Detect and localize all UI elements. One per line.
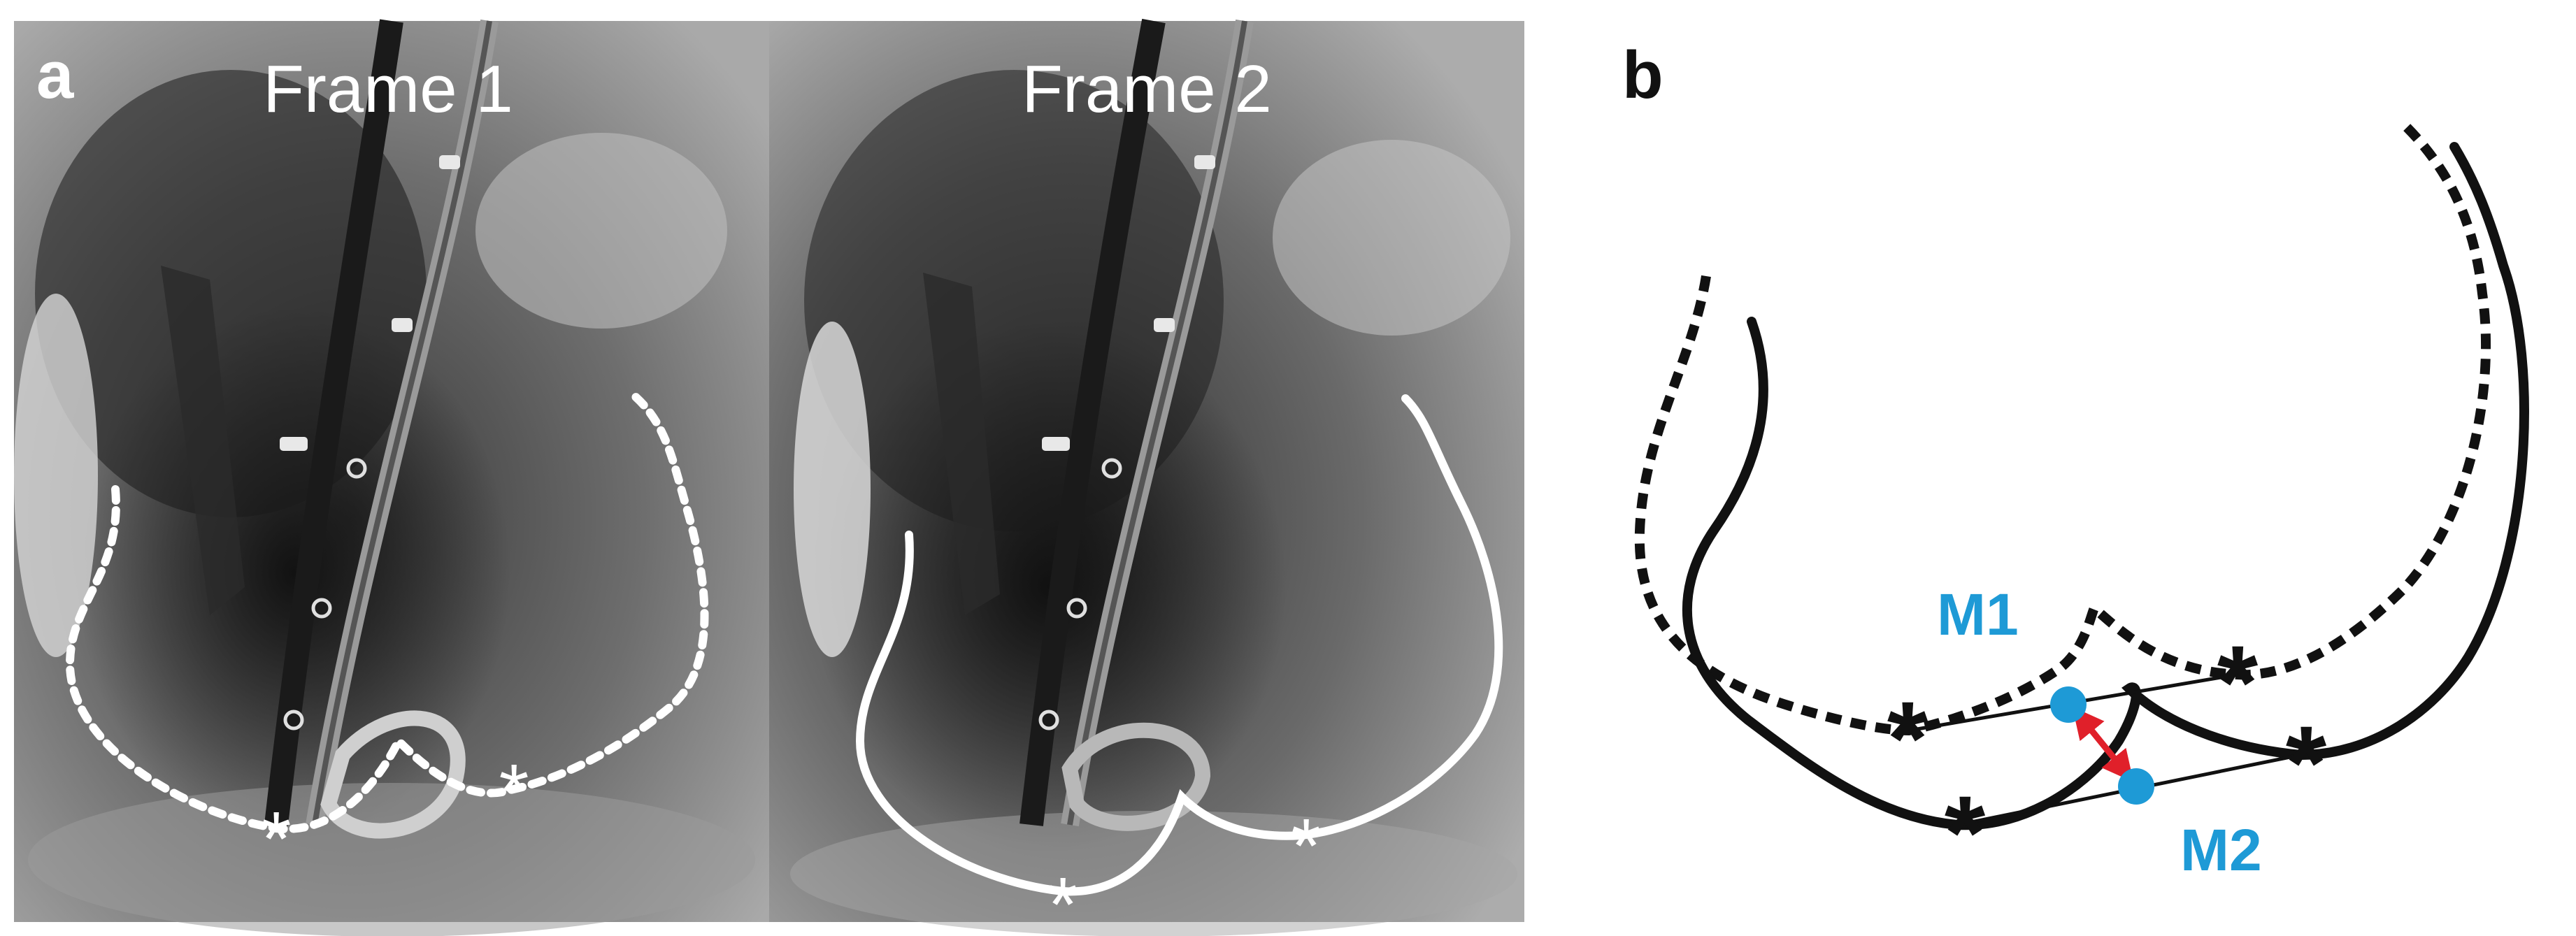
panel-b-schematic: b * * * * M1 M2 xyxy=(1622,38,2529,891)
panel-b-label-m2: M2 xyxy=(2180,817,2262,883)
panel-b-solid-contour xyxy=(1682,142,2529,830)
panel-b-marker-4: * xyxy=(2286,704,2327,821)
panel-b-displacement-arrow xyxy=(2072,707,2134,782)
frame2-title: Frame 2 xyxy=(1022,52,1271,127)
frame1-marker-left: * xyxy=(262,796,292,882)
frame2-contour xyxy=(855,394,1503,896)
panel-b-label-m1: M1 xyxy=(1937,582,2019,647)
panel-a-label: a xyxy=(36,38,74,113)
frame1-annulus-markers: * * xyxy=(262,749,529,882)
panel-b-marker-1: * xyxy=(1887,679,1929,797)
frame1-contour xyxy=(65,387,709,833)
panel-b-label: b xyxy=(1622,38,1663,113)
frame1-image xyxy=(14,19,769,936)
frame2-image xyxy=(769,18,1524,936)
frame1-title: Frame 1 xyxy=(263,52,513,127)
frame2-annulus-markers: * * xyxy=(1048,803,1322,936)
frame1-marker-right: * xyxy=(499,749,529,835)
panel-b-dashed-contour xyxy=(1634,122,2491,736)
panel-b-point-m2 xyxy=(2118,768,2154,805)
frame2-marker-right: * xyxy=(1291,803,1322,889)
panel-b-point-m1 xyxy=(2050,686,2087,723)
panel-b-marker-2: * xyxy=(2217,624,2259,741)
panel-b-marker-3: * xyxy=(1945,774,1986,891)
frame2-marker-left: * xyxy=(1048,862,1078,936)
